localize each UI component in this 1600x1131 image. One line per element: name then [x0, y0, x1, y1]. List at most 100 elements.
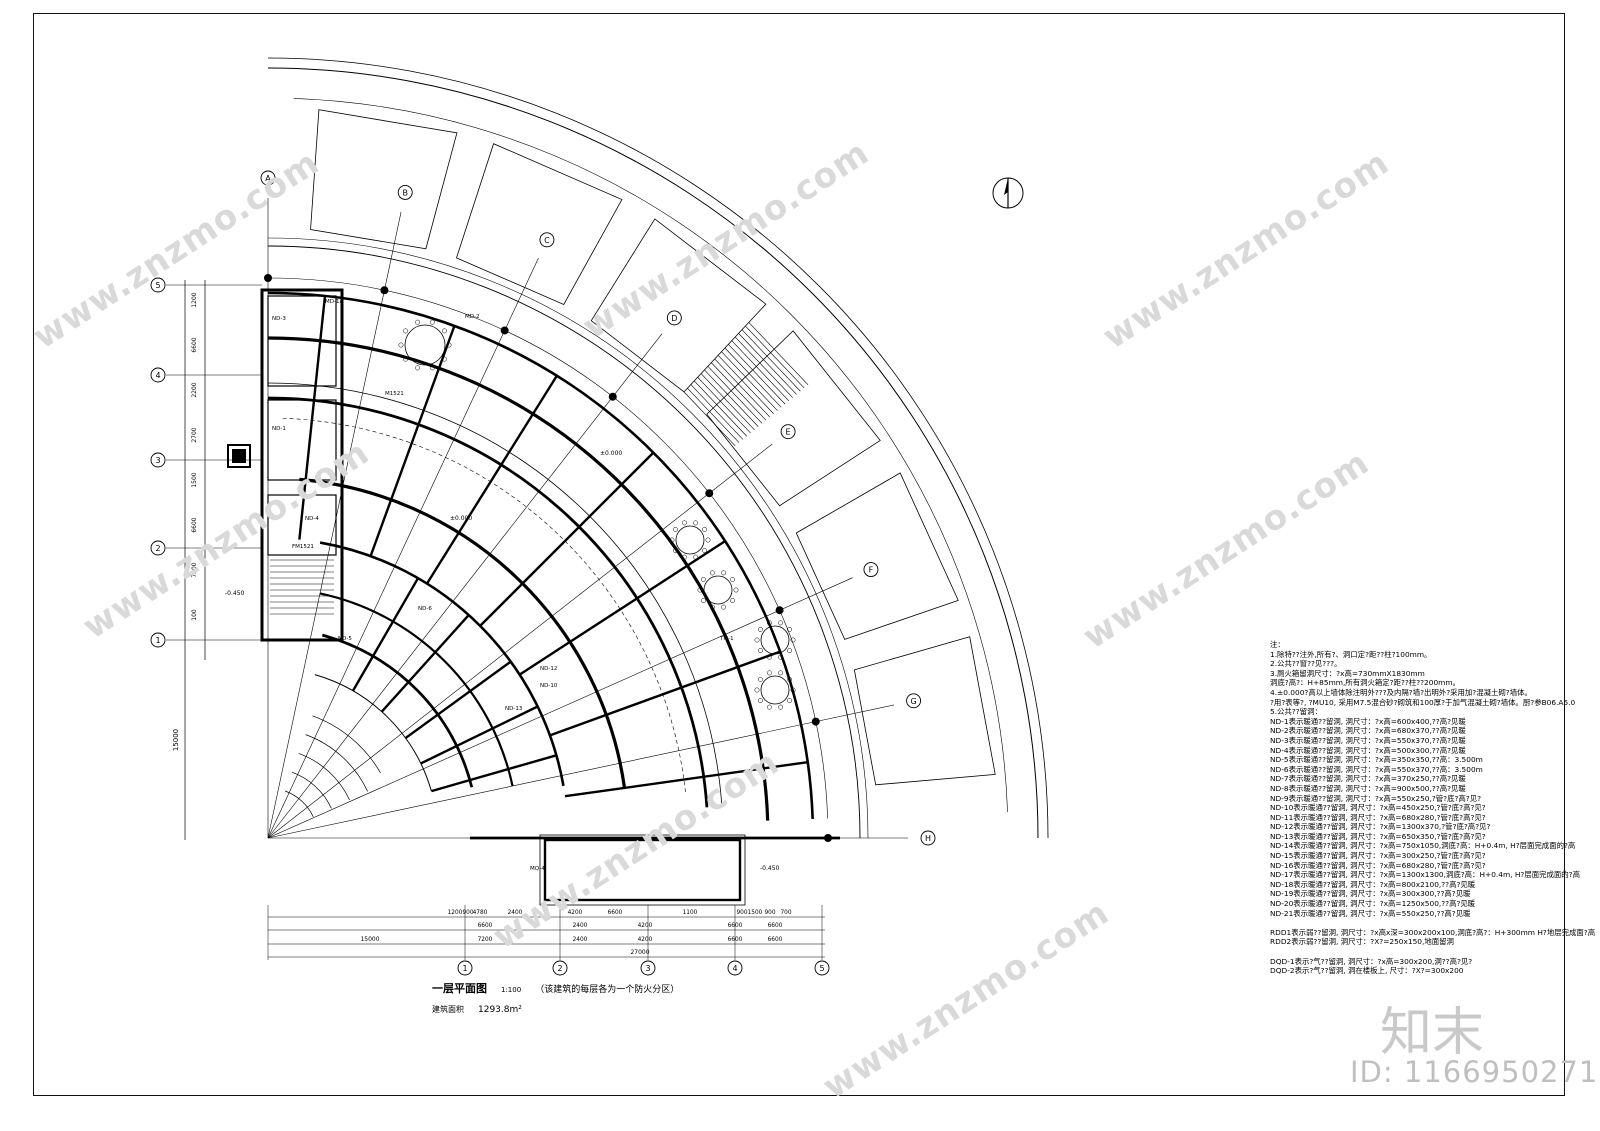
note-line: ND-9表示暖通??留洞, 洞尺寸：?x高=550x250,?管?底?高?见? — [1270, 793, 1482, 803]
chair — [441, 356, 447, 362]
radial-wall — [518, 540, 726, 676]
note-line: ND-20表示暖通??留洞, 洞尺寸：?x高=1250x500,??高?见暖 — [1270, 899, 1476, 909]
dim-arc — [293, 98, 1008, 813]
axis-bubble — [906, 693, 922, 709]
dim-label: 1200 — [191, 292, 198, 307]
axis-bubble — [814, 960, 830, 976]
chair — [697, 587, 703, 593]
room-tag: ND-10 — [540, 683, 558, 689]
notes-block: 注： 1.除特??注外,所有?、洞口定?距??柱?100mm。2.公共??窗??… — [1270, 640, 1595, 975]
note-line: ND-11表示暖通??留洞, 洞尺寸：?x高=680x280,?管?底?高?见? — [1270, 812, 1486, 822]
chair — [757, 626, 763, 632]
elevation-label: ±0.000 — [600, 450, 622, 457]
dim-label: 27000 — [630, 949, 649, 956]
note-line: ND-17表示暖通??留洞, 洞尺寸：?x高=1300x1300,洞底?高：H+… — [1270, 870, 1580, 880]
note-line: ND-19表示暖通??留洞, 洞尺寸：?x高=300x300,??高?见暖 — [1270, 889, 1471, 899]
note-line: 3.厕火箱留洞尺寸：?x高=730mmX1830mm — [1270, 668, 1425, 678]
axis-bubble — [666, 310, 682, 326]
stair-tread — [704, 369, 759, 427]
note-line: ND-3表示暖通??留洞, 洞尺寸：?x高=550x370,??高?见暖 — [1270, 735, 1466, 745]
note-line: ND-13表示暖通??留洞, 洞尺寸：?x高=650x350,?管?底?高?见? — [1270, 831, 1486, 841]
elevation-label: -0.450 — [760, 865, 780, 872]
stair-tread — [687, 388, 740, 443]
axis-bubble — [150, 277, 166, 293]
outer-arc — [267, 57, 1049, 839]
grid-line — [267, 211, 402, 839]
chair — [415, 365, 421, 371]
stair-arc — [298, 753, 350, 801]
note-line: ND-14表示暖通??留洞, 洞尺寸：?x高=750x1050,洞底?高：H+0… — [1270, 841, 1576, 851]
building-wall — [267, 396, 709, 808]
note-line: 2.公共??窗??见???。 — [1270, 659, 1342, 669]
area-label: 建筑面积 — [432, 1005, 464, 1014]
dim-label: 900 — [462, 910, 473, 916]
stair-tread — [731, 340, 790, 402]
axis-label: B — [402, 188, 408, 197]
axis-bubble — [539, 232, 555, 248]
note-line: DQD-2表示?气??留洞, 洞在楼板上, 尺寸：?X?=300x200 — [1270, 966, 1464, 976]
room-tag: FM1521 — [292, 544, 314, 550]
chair — [403, 356, 409, 362]
chair — [669, 537, 675, 543]
dim-label: 6600 — [728, 923, 743, 929]
stair-tread — [717, 355, 774, 414]
column — [811, 717, 820, 726]
radial-wall — [369, 325, 456, 557]
stair-tread — [728, 344, 786, 405]
dim-label: 4200 — [638, 937, 653, 943]
chair — [733, 587, 739, 593]
stair-tread — [694, 380, 747, 437]
axis-label: D — [671, 314, 677, 323]
note-line: 4.±0.000?高以上墙体除注明外???及内隔?墙?出明外?采用加?混凝土砌?… — [1270, 687, 1532, 697]
room-tag: M1521 — [385, 391, 404, 397]
chair — [446, 342, 452, 348]
drawing-title: 一层平面图 — [432, 982, 487, 995]
building-wall — [267, 336, 770, 821]
axis-bubble — [150, 452, 166, 468]
stair-tread — [707, 366, 763, 424]
round-table — [404, 324, 446, 366]
note-line — [1270, 918, 1570, 928]
axis-label: F — [869, 566, 874, 575]
room-tag: ND-1 — [272, 426, 286, 432]
stair-tread — [697, 377, 751, 434]
round-table — [760, 625, 790, 655]
left-wing-wall — [260, 288, 344, 642]
axis-label: H — [925, 834, 931, 843]
dim-label: 7200 — [191, 562, 198, 577]
axis-label: 3 — [645, 964, 650, 973]
axis-label: 1 — [155, 636, 160, 645]
chair — [787, 648, 793, 654]
stair-tread — [711, 362, 767, 421]
dim-label: 6600 — [728, 937, 743, 943]
chimney-box — [227, 444, 251, 468]
radial-wall — [420, 705, 539, 765]
chair — [672, 526, 678, 532]
dim-label: 6600 — [608, 910, 623, 916]
chair — [693, 520, 699, 526]
axis-bubble — [150, 367, 166, 383]
terrace-panel — [795, 472, 959, 640]
chair — [693, 554, 699, 560]
axis-bubble — [727, 960, 743, 976]
note-line: ND-10表示暖通??留洞, 洞尺寸：?x高=450x250,?管?底?高?见? — [1270, 803, 1486, 813]
stair-tread — [724, 347, 782, 408]
chair — [705, 537, 711, 543]
grid-line — [267, 704, 895, 839]
stair-tread — [690, 384, 744, 440]
building-wall — [321, 633, 474, 788]
note-line: ND-7表示暖通??留洞, 洞尺寸：?x高=370x250,??高?见暖 — [1270, 774, 1466, 784]
entrance-porch — [543, 838, 742, 902]
notes-header: 注： — [1270, 640, 1285, 649]
stair-tread — [700, 373, 755, 431]
grid-line — [267, 443, 773, 839]
note-line: ND-15表示暖通??留洞, 洞尺寸：?x高=300x250,?管?底?高?见? — [1270, 851, 1486, 861]
axis-label: 5 — [819, 964, 824, 973]
radial-wall — [564, 760, 808, 798]
chair — [702, 548, 708, 554]
room-tag: TM-1 — [719, 636, 734, 642]
dim-label: 2400 — [573, 923, 588, 929]
dim-label: 6600 — [768, 937, 783, 943]
chair — [721, 604, 727, 610]
note-line: ND-21表示暖通??留洞, 洞尺寸：?x高=550x250,??高?见暖 — [1270, 908, 1471, 918]
